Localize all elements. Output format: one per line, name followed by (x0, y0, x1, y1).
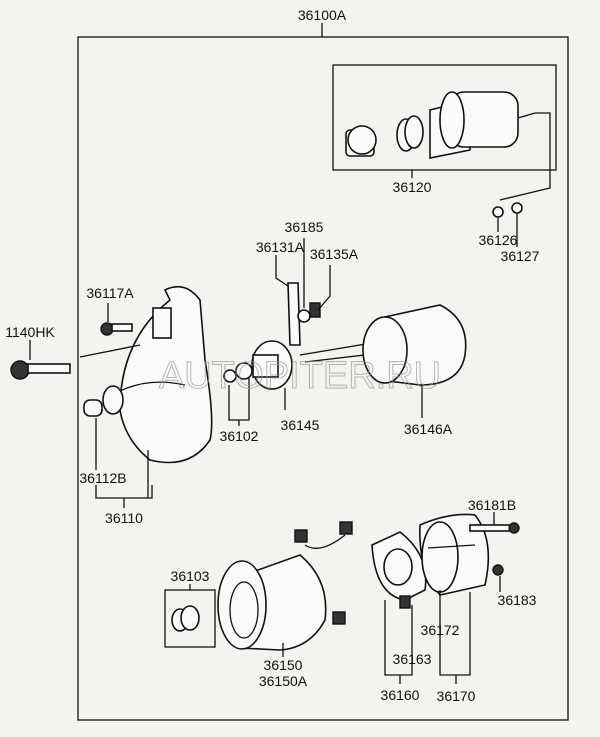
label-36131A: 36131A (256, 239, 305, 255)
brush-holder-and-end-frame (371, 512, 520, 684)
front-housing (10, 285, 213, 508)
label-36172: 36172 (421, 622, 460, 638)
label-36102: 36102 (220, 428, 259, 444)
label-36112B: 36112B (79, 470, 126, 486)
label-36181B: 36181B (468, 497, 516, 513)
label-36145: 36145 (281, 417, 320, 433)
label-36100A: 36100A (298, 7, 347, 23)
label-36150A: 36150A (259, 673, 308, 689)
label-36183: 36183 (498, 592, 537, 608)
yoke-assembly (171, 521, 353, 657)
label-36103: 36103 (171, 568, 210, 584)
lever-and-drive (223, 238, 467, 426)
assembly-frame (77, 36, 569, 721)
label-36120: 36120 (393, 179, 432, 195)
watermark: AUTOPITER.RU (159, 355, 441, 397)
label-36163: 36163 (393, 651, 432, 667)
label-36150: 36150 (264, 657, 303, 673)
label-36117A: 36117A (86, 285, 134, 301)
label-1140HK: 1140HK (5, 324, 55, 340)
solenoid-parts (345, 91, 551, 247)
label-36170: 36170 (437, 688, 476, 704)
label-36126: 36126 (479, 232, 518, 248)
solenoid-frame (332, 64, 557, 171)
label-36185: 36185 (285, 219, 324, 235)
label-36110: 36110 (105, 510, 143, 526)
label-36160: 36160 (381, 687, 420, 703)
label-36146A: 36146A (404, 421, 453, 437)
label-36135A: 36135A (310, 246, 359, 262)
label-36127: 36127 (501, 248, 540, 264)
